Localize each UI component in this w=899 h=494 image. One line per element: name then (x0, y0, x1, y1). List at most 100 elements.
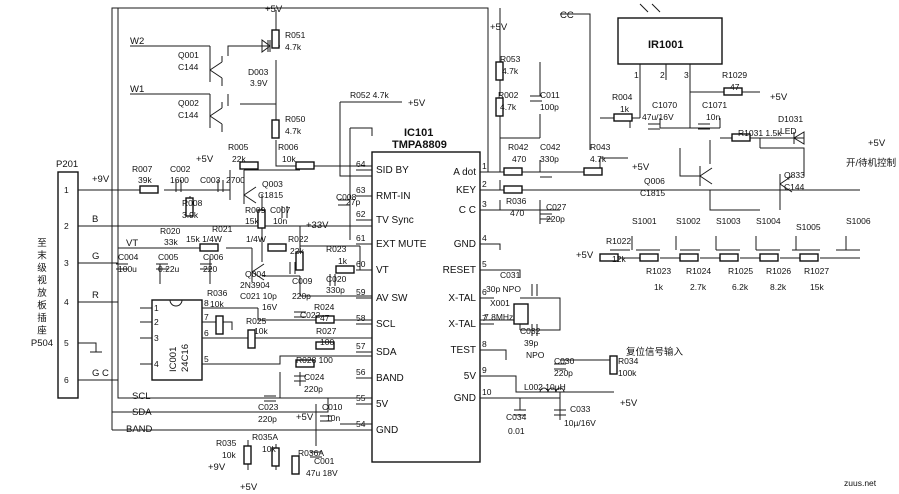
component-label: C033 (570, 404, 591, 414)
component-label: R036 (506, 196, 527, 206)
component-label: R020 (160, 226, 181, 236)
component-label: R007 (132, 164, 153, 174)
component-label: 47u 18V (306, 468, 338, 478)
resistor (291, 455, 300, 475)
net-vt: VT (126, 238, 138, 249)
net-scl: SCL (132, 391, 150, 402)
resistor (723, 87, 743, 96)
connector-pin-number: 5 (64, 338, 69, 348)
component-label: 22k (290, 246, 304, 256)
standby-control-annotation: 开/待机控制 (846, 157, 896, 169)
transistor-q006 (699, 166, 713, 186)
component-label: C144 (178, 110, 199, 120)
component-label: 100u (118, 264, 137, 274)
component-label: Q006 (644, 176, 665, 186)
capacitor (217, 180, 224, 192)
component-label: C008 (336, 192, 357, 202)
component-label: 330p (326, 285, 345, 295)
component-label: 3.9k (182, 210, 199, 220)
ic-pin-number: 62 (356, 209, 366, 219)
connector-p201-body (57, 171, 79, 399)
ic-pin-number: 60 (356, 259, 366, 269)
component-label: R024 (314, 302, 335, 312)
ir1001-body (617, 17, 723, 65)
ic-pin-name: SID BY (376, 165, 409, 176)
component-label: 47u/16V (642, 112, 674, 122)
resistor (257, 209, 266, 229)
connector-caption-char: 末 (37, 250, 47, 262)
component-label: 1k (620, 104, 630, 114)
transistor-q002 (209, 102, 223, 132)
connector-pin-number: 4 (64, 297, 69, 307)
connector-pin-number: 2 (64, 221, 69, 231)
resistor (295, 251, 304, 271)
inductor-l002 (539, 387, 565, 393)
net-w1: W1 (130, 84, 144, 95)
component-label: 30p NPO (486, 284, 521, 294)
ic-pin-name: GND (454, 393, 476, 404)
component-label: C007 (270, 205, 291, 215)
capacitor (554, 363, 566, 370)
ic101-ref: IC101 (404, 127, 433, 139)
capacitor (200, 263, 212, 270)
net-r: R (92, 290, 99, 301)
component-label: 4.7k (590, 154, 607, 164)
resistor (139, 185, 159, 194)
supply-9v: +9V (208, 462, 226, 473)
ic001-part: 24C16 (180, 344, 191, 372)
resistor (215, 315, 224, 335)
supply-5v-led: +5V (868, 138, 886, 149)
resistor (185, 197, 194, 217)
ic-pin-name: A dot (453, 167, 476, 178)
component-label: NPO (526, 350, 545, 360)
supply-5v-bottom: +5V (240, 482, 258, 493)
connector-pin-number: 6 (64, 375, 69, 385)
ic-pin-name: GND (454, 239, 476, 250)
supply-5v-top: +5V (265, 4, 283, 15)
component-label: 1k (654, 282, 664, 292)
component-label: C032 (520, 326, 541, 336)
component-label: 100p (540, 102, 559, 112)
ic-pin-name: TEST (450, 345, 476, 356)
capacitor-symbols (116, 95, 710, 458)
ic-pin-name: EXT MUTE (376, 239, 427, 250)
component-label: 0.22u (158, 264, 180, 274)
connector-pin-number: 3 (64, 258, 69, 268)
capacitor (540, 171, 552, 178)
ic-pin-name: 5V (464, 371, 477, 382)
resistor (247, 329, 256, 349)
ic-pin-name: C C (459, 205, 476, 216)
component-label: C006 (203, 252, 224, 262)
component-label: S1001 (632, 216, 657, 226)
component-label: 10n (273, 216, 287, 226)
resistor (315, 341, 335, 350)
ic-pin-number: 63 (356, 185, 366, 195)
resistor (267, 243, 287, 252)
wiring-top (111, 7, 489, 470)
ee-pin-number: 1 (154, 303, 159, 313)
component-label: R002 (498, 90, 519, 100)
ir-pin-1: 1 (634, 70, 639, 80)
resistor-symbols (139, 29, 819, 475)
ic-pin-name: X-TAL (448, 293, 476, 304)
capacitor (310, 451, 322, 458)
ic-pin-number: 58 (356, 313, 366, 323)
resistor (503, 167, 523, 176)
capacitor (329, 274, 336, 286)
resistor (731, 133, 751, 142)
ic-pin-name: X-TAL (448, 319, 476, 330)
ee-pin-number: 2 (154, 317, 159, 327)
resistor (613, 113, 633, 122)
capacitor (289, 262, 296, 274)
component-label: 39p (524, 338, 538, 348)
component-label: R1026 (766, 266, 791, 276)
transistor-q004 (251, 262, 265, 282)
resistor (495, 61, 504, 81)
component-label: 15k (810, 282, 824, 292)
component-label: R006 (278, 142, 299, 152)
ic-pin-name: AV SW (376, 293, 408, 304)
component-label: C030 (554, 356, 575, 366)
